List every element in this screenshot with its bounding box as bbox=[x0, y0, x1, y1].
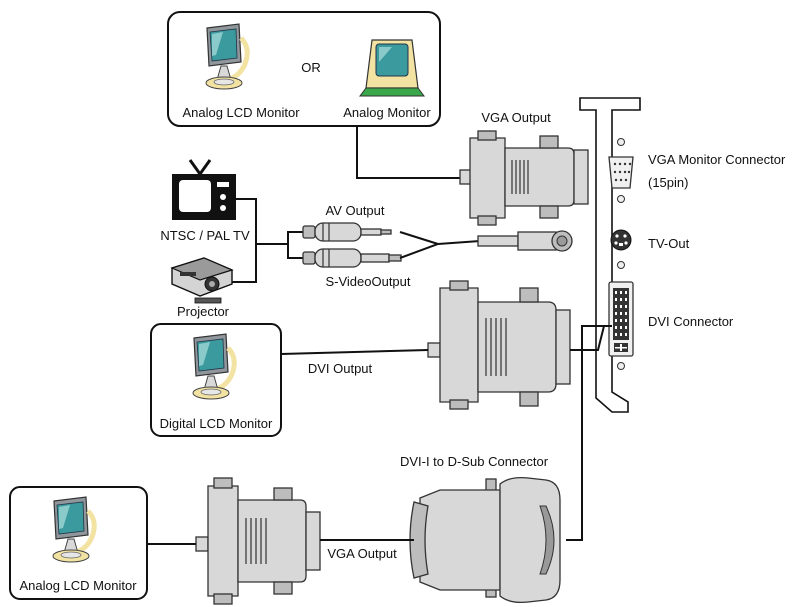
or-label: OR bbox=[301, 60, 321, 75]
splitter-wire bbox=[399, 231, 442, 259]
tv-out-port-icon bbox=[610, 229, 632, 251]
analog-lcd-monitor-label: Analog LCD Monitor bbox=[182, 105, 300, 120]
dsub-adapter-wire bbox=[566, 325, 612, 541]
digital-lcd-monitor-box bbox=[150, 323, 282, 437]
av-output-label: AV Output bbox=[325, 203, 384, 218]
tv-out-plug bbox=[477, 230, 573, 252]
av-output-plug bbox=[302, 222, 392, 242]
tv-icon bbox=[172, 159, 236, 220]
tv-out-label: TV-Out bbox=[648, 236, 690, 251]
analog-lcd-monitor-bottom-label: Analog LCD Monitor bbox=[19, 578, 137, 593]
analog-lcd-monitor-bottom-box bbox=[9, 486, 148, 600]
tv-out-cable bbox=[437, 240, 481, 245]
vga-output-bottom-label: VGA Output bbox=[327, 546, 397, 561]
vga-output-top-label: VGA Output bbox=[481, 110, 551, 125]
analog-monitor-label: Analog Monitor bbox=[343, 105, 431, 120]
crt-monitor-icon bbox=[359, 39, 425, 97]
s-video-output-plug bbox=[302, 248, 402, 268]
ntsc-pal-tv-label: NTSC / PAL TV bbox=[160, 228, 250, 243]
s-video-wire bbox=[287, 244, 303, 259]
dvi-output-label: DVI Output bbox=[308, 361, 373, 376]
pin-count-label: (15pin) bbox=[648, 175, 688, 190]
digital-lcd-monitor-label: Digital LCD Monitor bbox=[160, 416, 273, 431]
dvi-port-icon bbox=[608, 281, 634, 357]
tv-projector-wire bbox=[232, 198, 257, 283]
s-video-output-label: S-VideoOutput bbox=[325, 274, 410, 289]
dvi-output-wire bbox=[280, 349, 429, 355]
vga-port-icon bbox=[608, 156, 634, 189]
dvi-dsub-adapter bbox=[409, 476, 561, 604]
vga-top-wire bbox=[356, 126, 466, 179]
graphics-card-bracket-icon bbox=[579, 97, 641, 413]
dvi-plug bbox=[427, 280, 571, 410]
vga-monitor-connector-label: VGA Monitor Connector bbox=[648, 152, 786, 167]
projector-icon bbox=[170, 257, 234, 304]
projector-label: Projector bbox=[177, 304, 230, 319]
vga-plug-bottom bbox=[195, 477, 321, 605]
dvi-i-to-dsub-label: DVI-I to D-Sub Connector bbox=[400, 454, 549, 469]
av-wire bbox=[256, 231, 303, 245]
vga-plug-top bbox=[459, 130, 589, 226]
dvi-connector-label: DVI Connector bbox=[648, 314, 734, 329]
